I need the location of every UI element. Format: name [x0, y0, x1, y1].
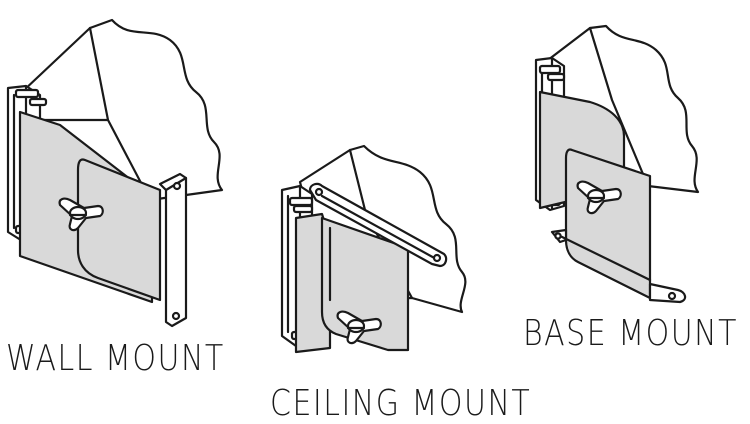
ceiling-mount-caption: CEILING MOUNT — [270, 383, 532, 424]
ceiling-mount-illustration — [282, 146, 465, 352]
base-bracket-foot-plate — [650, 284, 685, 302]
ceiling-bracket-hole-right — [434, 255, 440, 261]
base-bracket-hole-right — [669, 293, 675, 299]
ceiling-wing-knob-icon — [338, 312, 381, 343]
wall-bracket-hole-bottom — [173, 313, 179, 319]
base-bracket-hole-left — [555, 233, 560, 238]
base-mount-illustration — [536, 26, 698, 302]
wall-front-plate — [78, 159, 160, 300]
base-wing-knob-icon — [578, 182, 621, 213]
wall-bracket-flange — [160, 174, 186, 326]
wall-mount-caption: WALL MOUNT — [6, 338, 225, 380]
ceiling-bracket-bar-edge — [322, 196, 438, 260]
wall-mount-illustration — [8, 20, 222, 326]
base-enclosure-edge — [590, 28, 648, 186]
wall-wing-knob-icon — [60, 199, 103, 230]
wall-bracket-hole-top — [174, 183, 180, 189]
wall-enclosure-top-edge — [40, 28, 150, 200]
ceiling-bracket-hole-left — [316, 189, 322, 195]
base-front-plate — [566, 149, 650, 298]
base-mount-caption: BASE MOUNT — [523, 313, 738, 355]
